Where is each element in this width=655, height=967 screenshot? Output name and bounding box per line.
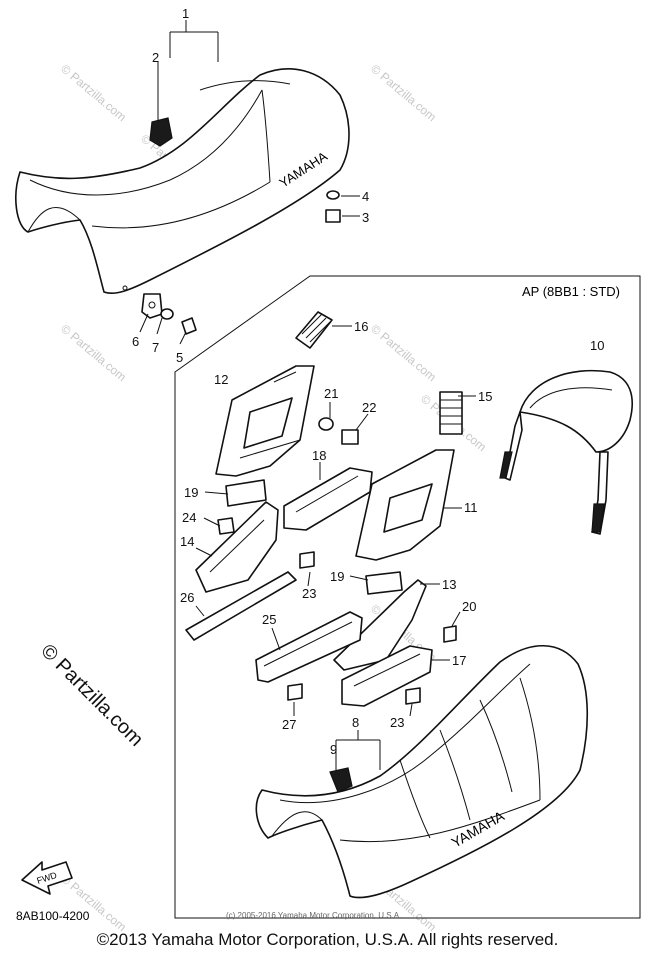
callout-23: 23 (390, 715, 404, 730)
bolt-27 (287, 683, 303, 701)
nut-21 (318, 417, 334, 431)
bracket-12 (215, 365, 315, 477)
touring-seat: YAMAHA (255, 644, 589, 899)
callout-11: 11 (464, 500, 478, 515)
spacer-19 (365, 571, 403, 595)
callout-12: 12 (214, 372, 228, 387)
callout-23: 23 (302, 586, 316, 601)
callout-2: 2 (152, 50, 159, 65)
callout-19: 19 (184, 485, 198, 500)
stay-26 (185, 571, 297, 641)
callout-8: 8 (352, 715, 359, 730)
ap-kit-label: AP (8BB1 : STD) (522, 284, 620, 299)
callout-26: 26 (180, 590, 194, 605)
bolt-22 (341, 429, 359, 445)
callout-6: 6 (132, 334, 139, 349)
callout-9: 9 (330, 742, 337, 757)
watermark-text: © Partzilla.com (368, 322, 439, 385)
watermark-text: © Partzilla.com (368, 62, 439, 125)
callout-17: 17 (452, 653, 466, 668)
callout-1: 1 (182, 6, 189, 21)
cushion-18 (283, 467, 373, 531)
backrest (499, 369, 633, 535)
bolt-23 (405, 687, 421, 705)
callout-19: 19 (330, 569, 344, 584)
plate-14 (195, 501, 279, 593)
callout-5: 5 (176, 350, 183, 365)
callout-14: 14 (180, 534, 194, 549)
grab-bar-cap-16 (295, 311, 333, 349)
stay-25 (255, 611, 363, 683)
nut-24 (217, 517, 235, 535)
callout-21: 21 (324, 386, 338, 401)
callout-24: 24 (182, 510, 196, 525)
callout-4: 4 (362, 189, 369, 204)
standard-seat: YAMAHA (15, 68, 350, 295)
callout-27: 27 (282, 717, 296, 732)
small-copyright: (c) 2005-2016 Yamaha Motor Corporation, … (226, 911, 401, 920)
callout-10: 10 (590, 338, 604, 353)
cushion-17 (341, 645, 433, 707)
watermark-text: © Partzilla.com (58, 872, 129, 935)
copyright-footer: ©2013 Yamaha Motor Corporation, U.S.A. A… (96, 930, 559, 949)
callout-3: 3 (362, 210, 369, 225)
bracket-11 (355, 449, 455, 561)
grab-bar-cap-15 (439, 391, 463, 435)
watermark-text: © Partzilla.com (58, 322, 129, 385)
callout-22: 22 (362, 400, 376, 415)
callout-numbers: 1 2 3 4 5 6 7 8 9 10 11 12 13 14 15 16 1… (132, 6, 604, 757)
bolt-20 (443, 625, 457, 643)
plate-13 (333, 579, 427, 671)
callout-7: 7 (152, 340, 159, 355)
ap-kit-frame (174, 275, 641, 919)
callout-25: 25 (262, 612, 276, 627)
fwd-arrow-icon: FWD (21, 861, 73, 895)
callout-18: 18 (312, 448, 326, 463)
top-hardware (141, 190, 341, 335)
bolt-23 (299, 551, 315, 569)
kit-leaders (195, 325, 476, 770)
callout-15: 15 (478, 389, 492, 404)
spacer-19 (225, 479, 267, 507)
callout-20: 20 (462, 599, 476, 614)
top-leaders (139, 20, 360, 345)
watermark-text: © Partzilla.com (58, 62, 129, 125)
diagram-code: 8AB100-4200 (16, 909, 90, 923)
callout-16: 16 (354, 319, 368, 334)
callout-13: 13 (442, 577, 456, 592)
